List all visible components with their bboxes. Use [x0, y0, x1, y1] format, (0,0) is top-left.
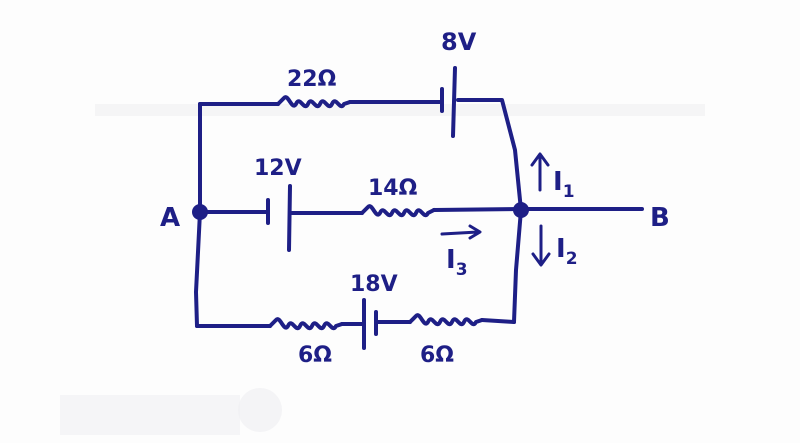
current-i2-letter: I — [556, 234, 566, 264]
right-wire-lower — [512, 208, 523, 324]
current-i1-letter: I — [553, 167, 563, 197]
resistor-6-ohm-right-label: 6Ω — [420, 343, 454, 368]
top-wire-right — [456, 98, 523, 212]
current-i1-subscript: 1 — [563, 182, 575, 202]
resistor-22-ohm-label: 22Ω — [287, 67, 337, 92]
battery-18v-label: 18V — [350, 272, 398, 297]
battery-8v-long-plate — [451, 66, 457, 138]
current-arrow-i3 — [440, 224, 482, 240]
resistor-6-ohm-left-label: 6Ω — [298, 343, 332, 368]
current-i3-subscript: 3 — [456, 260, 468, 280]
resistor-6-ohm-left — [268, 317, 344, 331]
left-wire-lower — [194, 210, 202, 328]
resistor-6-ohm-right — [408, 313, 484, 327]
current-i2-subscript: 2 — [566, 249, 578, 269]
resistor-14-ohm — [360, 204, 436, 218]
current-arrow-i1 — [530, 152, 550, 192]
resistor-14-ohm-label: 14Ω — [368, 176, 418, 201]
battery-12v-label: 12V — [254, 156, 302, 181]
current-i3-letter: I — [446, 245, 456, 275]
current-i2-label: I2 — [556, 234, 578, 269]
current-i3-label: I3 — [446, 245, 468, 280]
battery-12v-long-plate — [287, 184, 292, 252]
bleed-through-text — [60, 104, 705, 435]
current-i1-label: I1 — [553, 167, 575, 202]
node-a-label: A — [160, 203, 180, 233]
battery-8v-label: 8V — [441, 28, 477, 56]
resistor-22-ohm — [276, 95, 352, 109]
node-b-junction-dot — [513, 202, 529, 218]
node-a-dot — [192, 204, 208, 220]
current-arrow-i2 — [531, 224, 551, 267]
bottom-wire-right — [480, 318, 516, 324]
middle-wire-right — [432, 207, 523, 212]
node-b-label: B — [650, 203, 670, 233]
